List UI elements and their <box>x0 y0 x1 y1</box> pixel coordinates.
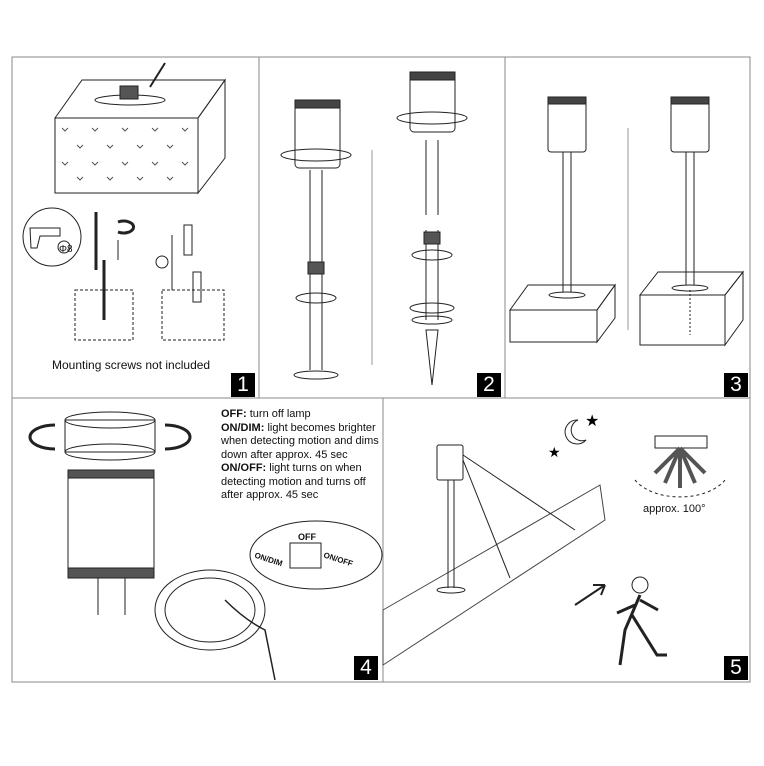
detection-angle-label: approx. 100° <box>643 503 706 515</box>
panel-3-illustration <box>509 96 745 347</box>
switch-detail-ellipse <box>249 520 383 590</box>
panel-5-illustration: ★ ★ <box>382 413 726 666</box>
mode-on-off: ON/OFF: light turns on when detecting mo… <box>221 462 381 503</box>
switch-off-label: OFF <box>298 532 316 542</box>
mode-label: ON/OFF: <box>221 462 267 474</box>
mode-off: OFF: turn off lamp <box>221 408 381 422</box>
step-badge-5: 5 <box>724 656 748 680</box>
step-badge-1: 1 <box>231 373 255 397</box>
mode-label: OFF: <box>221 408 247 420</box>
drill-detail-circle <box>22 207 82 267</box>
moon-icon <box>564 419 587 445</box>
star-icon: ★ <box>548 444 561 460</box>
step-1-marker <box>57 240 71 254</box>
panel-4-illustration <box>28 411 383 681</box>
mode-text: turn off lamp <box>246 408 311 420</box>
panel-1-illustration <box>22 62 226 341</box>
mode-on-dim: ON/DIM: light becomes brighter when dete… <box>221 422 381 463</box>
switch-box <box>289 542 322 569</box>
step-badge-4: 4 <box>354 656 378 680</box>
mode-label: ON/DIM: <box>221 421 265 434</box>
step-2-marker <box>155 255 169 269</box>
person-head <box>631 576 649 594</box>
panel-2-illustration <box>280 71 468 386</box>
mounting-screws-caption: Mounting screws not included <box>52 358 211 372</box>
lawn-marks <box>61 127 189 181</box>
sensor-detail <box>654 435 708 449</box>
mode-descriptions: OFF: turn off lamp ON/DIM: light becomes… <box>221 408 381 503</box>
drill-size-label: Φ8 <box>59 244 73 255</box>
step-badge-3: 3 <box>724 373 748 397</box>
mode-text: light turns on when detecting motion and… <box>221 462 366 501</box>
star-icon: ★ <box>585 413 599 430</box>
step-badge-2: 2 <box>477 373 501 397</box>
mode-text: light becomes brighter when detecting mo… <box>221 421 379 461</box>
